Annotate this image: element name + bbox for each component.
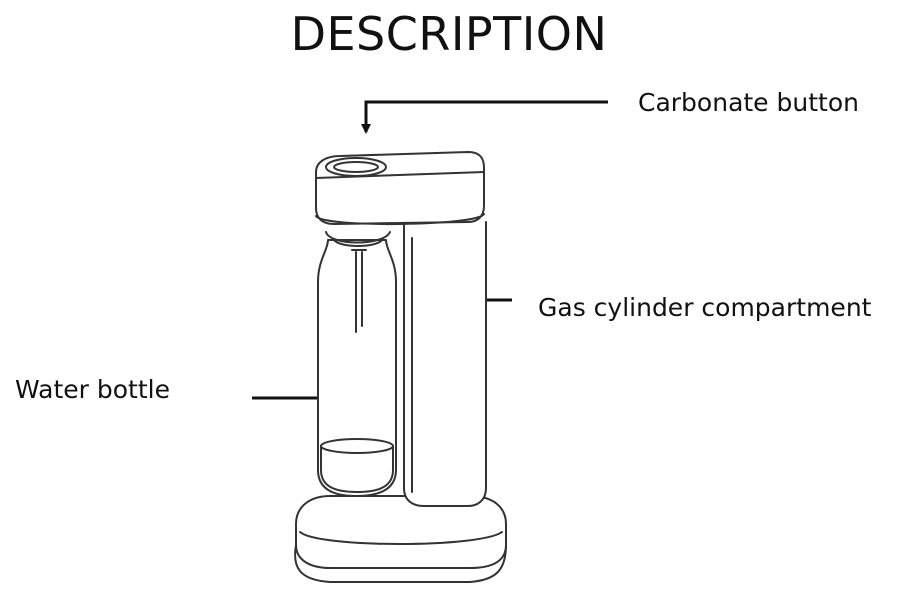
machine-base (294, 495, 507, 583)
label-carbonate-button: Carbonate button (638, 88, 859, 117)
water-bottle-shape (317, 239, 397, 497)
label-water-bottle: Water bottle (15, 375, 170, 404)
gas-cylinder-column (403, 221, 487, 507)
page-title: DESCRIPTION (290, 7, 608, 61)
soda-maker-illustration (294, 151, 507, 583)
carbonate-button-arrow (361, 100, 608, 134)
carbonate-button-shape (325, 157, 387, 177)
label-gas-cylinder-compartment: Gas cylinder compartment (538, 293, 872, 322)
bottle-collar (325, 231, 391, 247)
